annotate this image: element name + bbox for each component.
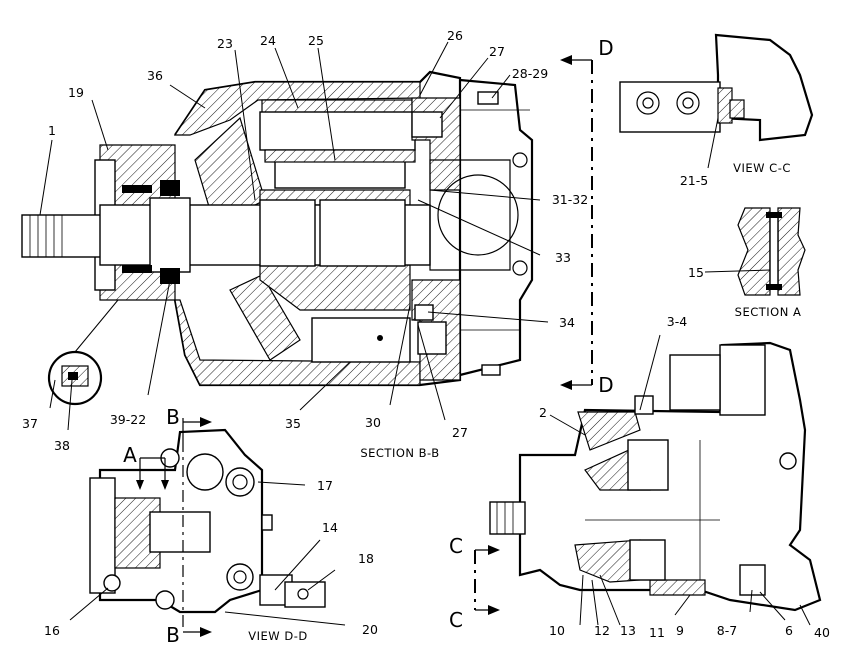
callout-2: 2 bbox=[539, 405, 547, 420]
callout-15: 15 bbox=[688, 265, 704, 280]
captions: SECTION B-B VIEW C-C SECTION A VIEW D-D bbox=[248, 161, 801, 643]
callout-35: 35 bbox=[285, 416, 301, 431]
callout-28-29: 28-29 bbox=[512, 66, 548, 81]
callout-27-top: 27 bbox=[489, 44, 505, 59]
callout-labels: 1 19 36 23 24 25 26 27 28-29 31-32 33 34… bbox=[22, 28, 830, 640]
callout-8-7: 8-7 bbox=[717, 623, 737, 638]
callout-1: 1 bbox=[48, 123, 56, 138]
callout-9: 9 bbox=[676, 623, 684, 638]
caption-section-bb: SECTION B-B bbox=[360, 446, 439, 460]
callout-34: 34 bbox=[559, 315, 575, 330]
callout-38: 38 bbox=[54, 438, 70, 453]
callout-16: 16 bbox=[44, 623, 60, 638]
view-cc-drawing bbox=[619, 33, 814, 142]
section-letter-b-bottom: B bbox=[166, 623, 180, 647]
callout-19: 19 bbox=[68, 85, 84, 100]
section-letter-d-bottom: D bbox=[598, 373, 613, 397]
callout-23: 23 bbox=[217, 36, 233, 51]
callout-3-4: 3-4 bbox=[667, 314, 687, 329]
caption-view-cc: VIEW C-C bbox=[733, 161, 791, 175]
callout-27-bottom: 27 bbox=[452, 425, 468, 440]
detail-circle-37-38 bbox=[47, 299, 119, 406]
section-letters: D D B B A C C bbox=[123, 36, 614, 647]
callout-14: 14 bbox=[322, 520, 338, 535]
callout-13: 13 bbox=[620, 623, 636, 638]
caption-view-dd: VIEW D-D bbox=[248, 629, 307, 643]
section-letter-d-top: D bbox=[598, 36, 613, 60]
caption-section-a: SECTION A bbox=[735, 305, 802, 319]
callout-11: 11 bbox=[649, 625, 665, 640]
callout-24: 24 bbox=[260, 33, 276, 48]
section-letter-b-top: B bbox=[166, 405, 180, 429]
callout-21-5: 21-5 bbox=[680, 173, 708, 188]
callout-37: 37 bbox=[22, 416, 38, 431]
section-letter-a: A bbox=[123, 443, 137, 467]
section-letter-c-top: C bbox=[449, 534, 463, 558]
section-letter-c-bottom: C bbox=[449, 608, 463, 632]
section-a-drawing bbox=[737, 207, 806, 296]
callout-31-32: 31-32 bbox=[552, 192, 588, 207]
callout-20: 20 bbox=[362, 622, 378, 637]
callout-18: 18 bbox=[358, 551, 374, 566]
section-bb-drawing bbox=[21, 70, 534, 387]
callout-17: 17 bbox=[317, 478, 333, 493]
callout-33: 33 bbox=[555, 250, 571, 265]
callout-40: 40 bbox=[814, 625, 830, 640]
callout-36: 36 bbox=[147, 68, 163, 83]
callout-39-22: 39-22 bbox=[110, 412, 146, 427]
section-lines bbox=[136, 55, 593, 637]
callout-12: 12 bbox=[594, 623, 610, 638]
view-dd-drawing bbox=[89, 428, 326, 632]
callout-30: 30 bbox=[365, 415, 381, 430]
callout-6: 6 bbox=[785, 623, 793, 638]
leader-lines bbox=[39, 41, 811, 626]
callout-10: 10 bbox=[549, 623, 565, 638]
callout-26: 26 bbox=[447, 28, 463, 43]
side-view-drawing bbox=[489, 341, 822, 612]
callout-25: 25 bbox=[308, 33, 324, 48]
